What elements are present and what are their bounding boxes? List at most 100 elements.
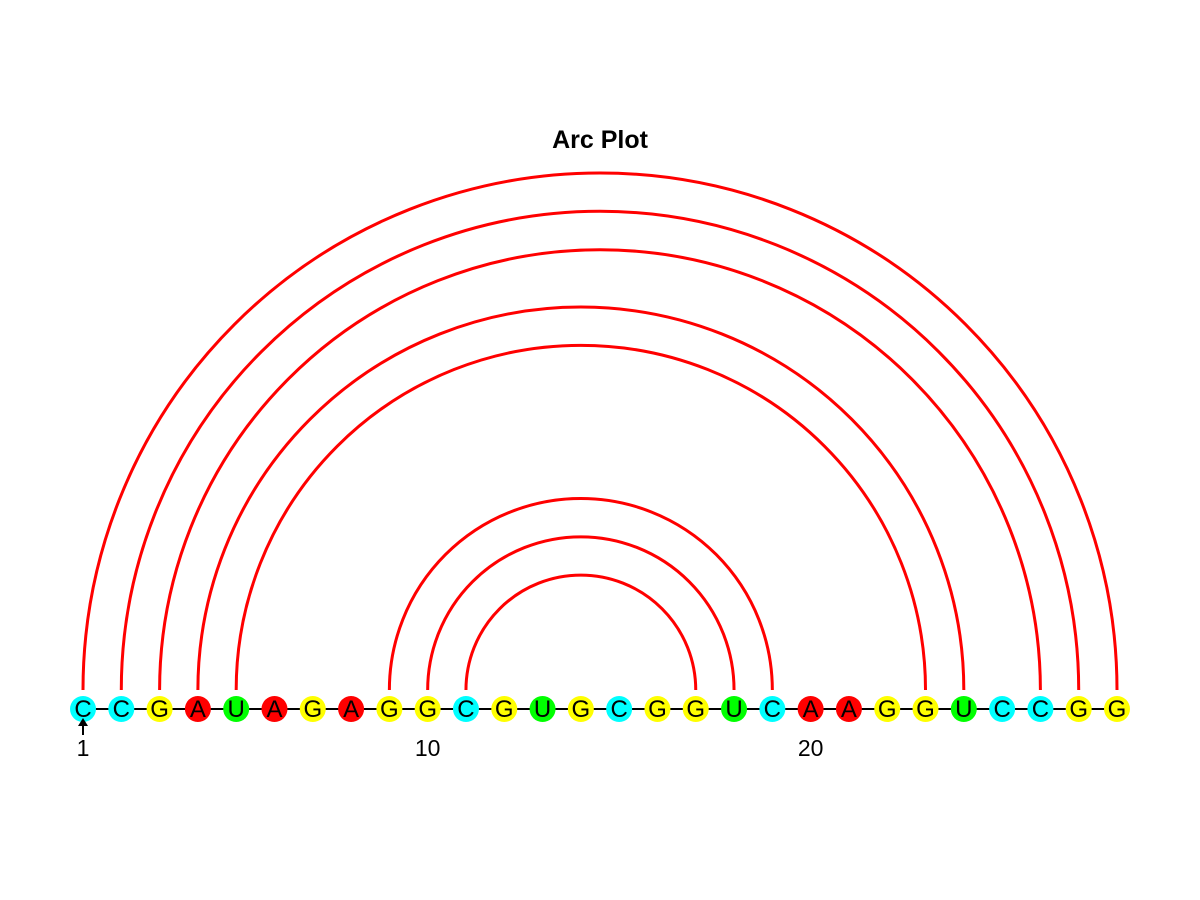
nucleotide-circle (108, 696, 135, 722)
base-pair-arc (81, 171, 1119, 691)
nucleotide: G (414, 696, 441, 723)
nucleotide-letter: C (1032, 696, 1049, 723)
nucleotide: C (989, 696, 1016, 723)
nucleotide-letter: G (150, 696, 169, 723)
nucleotide-circle (835, 696, 862, 722)
nucleotide-letter: U (534, 696, 551, 723)
nucleotide-circle (376, 696, 403, 722)
nucleotide: U (950, 696, 977, 723)
nucleotide: U (223, 696, 250, 723)
nucleotide: C (70, 696, 96, 723)
nucleotide-circle (261, 696, 288, 722)
nucleotide-circle (912, 696, 939, 722)
nucleotide: G (1104, 696, 1130, 723)
nucleotide: G (874, 696, 901, 723)
nucleotide: G (299, 696, 326, 723)
nucleotide-letter: U (228, 696, 245, 723)
nucleotide: C (759, 696, 786, 723)
nucleotide-circle (414, 696, 441, 722)
nucleotide: G (376, 696, 403, 723)
nucleotide-letter: G (495, 696, 514, 723)
nucleotide-letter: A (190, 696, 206, 723)
nucleotide-circle (452, 696, 479, 722)
nucleotide-circle (567, 696, 594, 722)
nucleotide-letter: G (1069, 696, 1088, 723)
nucleotide-circle (184, 696, 211, 722)
base-pair-arc (426, 535, 736, 691)
nucleotide-circle (299, 696, 326, 722)
nucleotide: A (338, 696, 365, 723)
nucleotide-circle (338, 696, 365, 722)
nucleotide: A (797, 696, 824, 723)
nucleotide-letter: G (303, 696, 322, 723)
nucleotide: G (1065, 696, 1092, 723)
nucleotide-circle (1027, 696, 1054, 722)
nucleotide-letter: C (457, 696, 474, 723)
nucleotide: A (835, 696, 862, 723)
nucleotide-letter: U (955, 696, 972, 723)
nucleotide: G (912, 696, 939, 723)
nucleotide: A (184, 696, 211, 723)
nucleotide-circle (1065, 696, 1092, 722)
nucleotide-circle (1104, 696, 1130, 722)
position-label: 20 (798, 735, 824, 761)
nucleotide: C (606, 696, 633, 723)
nucleotide-letter: G (878, 696, 897, 723)
nucleotide-circle (70, 696, 96, 722)
nucleotide: G (567, 696, 594, 723)
nucleotide: G (146, 696, 173, 723)
position-label: 10 (415, 735, 441, 761)
nucleotide-circle (874, 696, 901, 722)
arc-layer (81, 171, 1119, 691)
nucleotide-letter: G (572, 696, 591, 723)
base-pair-arc (234, 344, 928, 691)
nucleotide-circle (146, 696, 173, 722)
nucleotide: U (529, 696, 556, 723)
nucleotide-letter: A (266, 696, 282, 723)
nucleotide-letter: C (610, 696, 627, 723)
nucleotide-letter: G (916, 696, 935, 723)
nucleotide-circle (950, 696, 977, 722)
nucleotide-circle (491, 696, 518, 722)
base-pair-arc (121, 211, 1078, 690)
position-label: 1 (77, 735, 90, 761)
nucleotide: C (108, 696, 135, 723)
nucleotide-letter: C (993, 696, 1010, 723)
nucleotide-circle (529, 696, 556, 722)
nucleotide: A (261, 696, 288, 723)
nucleotide: C (1027, 696, 1054, 723)
base-pair-arc (158, 248, 1042, 691)
nucleotide-letter: A (803, 696, 819, 723)
nucleotide: U (721, 696, 748, 723)
position-label-layer: 1 10 20 (77, 718, 824, 761)
nucleotide: G (682, 696, 709, 723)
base-pair-arc (196, 305, 966, 691)
nucleotide: G (644, 696, 671, 723)
nucleotide-letter: G (418, 696, 437, 723)
base-pair-arc (387, 497, 774, 691)
nucleotide-letter: G (686, 696, 705, 723)
nucleotide-letter: A (343, 696, 359, 723)
nucleotide-letter: C (764, 696, 781, 723)
nucleotide-circle (644, 696, 671, 722)
nucleotide-letter: G (648, 696, 667, 723)
arrow-up-icon (78, 718, 88, 735)
plot-title: Arc Plot (552, 126, 648, 154)
nucleotide-circle (721, 696, 748, 722)
nucleotide-letter: C (113, 696, 130, 723)
nucleotide-circle (682, 696, 709, 722)
nucleotide-circle (989, 696, 1016, 722)
nucleotide-circle (606, 696, 633, 722)
nucleotide-letter: A (841, 696, 857, 723)
nucleotide-letter: G (1108, 696, 1127, 723)
nucleotide-circle (797, 696, 824, 722)
nucleotide-circle (223, 696, 250, 722)
nucleotide-letter: U (725, 696, 742, 723)
base-pair-arc (464, 573, 698, 691)
nucleotide: C (452, 696, 479, 723)
nucleotide-letter: G (380, 696, 399, 723)
nucleotide-letter: C (74, 696, 91, 723)
nucleotide: G (491, 696, 518, 723)
nucleotide-circle (759, 696, 786, 722)
